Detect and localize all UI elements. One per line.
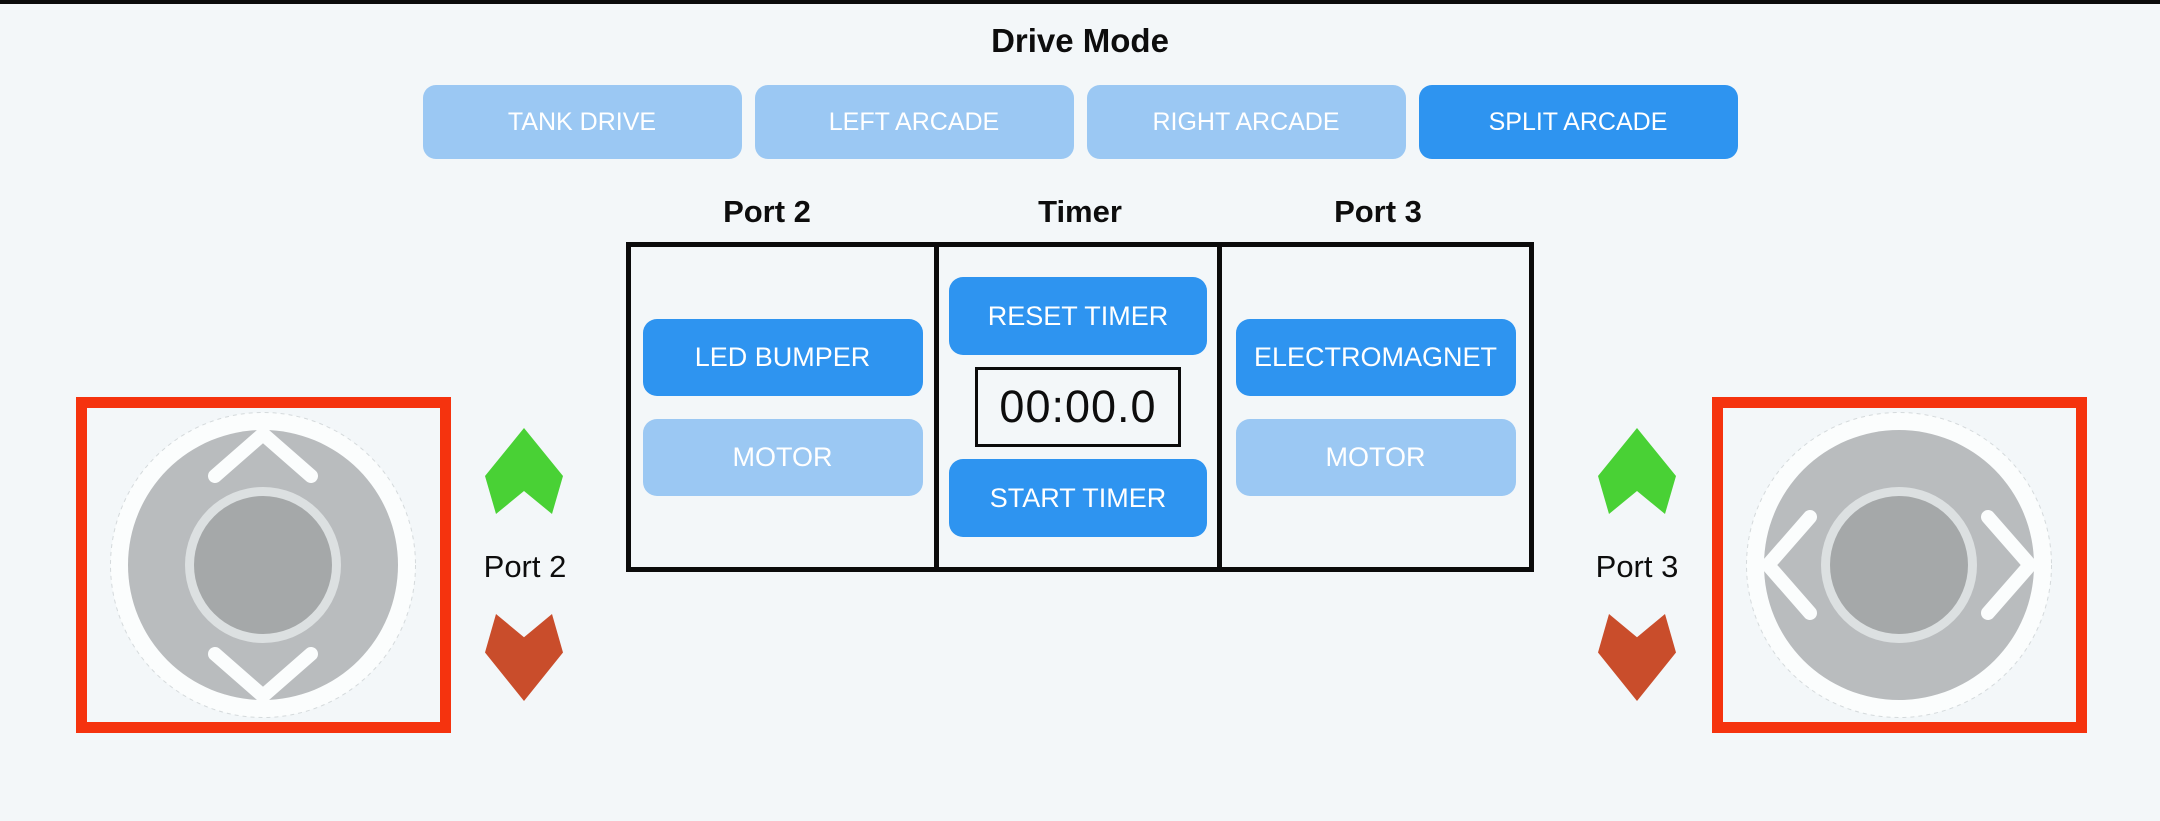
timer-display: 00:00.0 xyxy=(975,367,1181,447)
timer-column-header: Timer xyxy=(1038,194,1122,229)
electromagnet-button[interactable]: ELECTROMAGNET xyxy=(1235,318,1516,396)
joystick-knob xyxy=(194,496,332,634)
port3-joystick-label: Port 3 xyxy=(1595,549,1679,584)
port2-forward-arrow-icon xyxy=(485,428,563,514)
port2-reverse-arrow-icon xyxy=(485,614,563,701)
port3-cell: ELECTROMAGNET MOTOR xyxy=(1222,247,1529,567)
port3-forward-arrow-icon xyxy=(1598,428,1676,514)
port3-reverse-arrow-icon xyxy=(1598,614,1676,701)
port3-motor-button[interactable]: MOTOR xyxy=(1235,418,1516,496)
port2-motor-button[interactable]: MOTOR xyxy=(642,418,923,496)
port2-joystick-label: Port 2 xyxy=(483,549,567,584)
timer-cell: RESET TIMER 00:00.0 START TIMER xyxy=(934,247,1222,567)
left-joystick-highlight-box xyxy=(76,397,451,733)
drive-mode-selector: TANK DRIVE LEFT ARCADE RIGHT ARCADE SPLI… xyxy=(0,85,2160,159)
joystick-knob xyxy=(1830,496,1968,634)
drive-mode-button-right-arcade[interactable]: RIGHT ARCADE xyxy=(1086,85,1406,159)
led-bumper-button[interactable]: LED BUMPER xyxy=(642,318,923,396)
drive-mode-button-split-arcade[interactable]: SPLIT ARCADE xyxy=(1418,85,1738,159)
chevron-down-icon xyxy=(208,647,318,703)
port2-cell: LED BUMPER MOTOR xyxy=(631,247,934,567)
chevron-up-icon xyxy=(208,427,318,483)
drive-mode-button-left-arcade[interactable]: LEFT ARCADE xyxy=(754,85,1074,159)
chevron-right-icon xyxy=(1981,510,2037,620)
reset-timer-button[interactable]: RESET TIMER xyxy=(949,277,1207,355)
control-panel-table: LED BUMPER MOTOR RESET TIMER 00:00.0 STA… xyxy=(626,242,1534,572)
page-title: Drive Mode xyxy=(991,22,1169,59)
port3-column-header: Port 3 xyxy=(1334,194,1422,229)
right-joystick-highlight-box xyxy=(1712,397,2087,733)
drive-mode-button-tank-drive[interactable]: TANK DRIVE xyxy=(422,85,742,159)
right-joystick[interactable] xyxy=(1745,411,2053,719)
chevron-left-icon xyxy=(1761,510,1817,620)
port2-column-header: Port 2 xyxy=(723,194,811,229)
start-timer-button[interactable]: START TIMER xyxy=(949,459,1207,537)
left-joystick[interactable] xyxy=(109,411,417,719)
